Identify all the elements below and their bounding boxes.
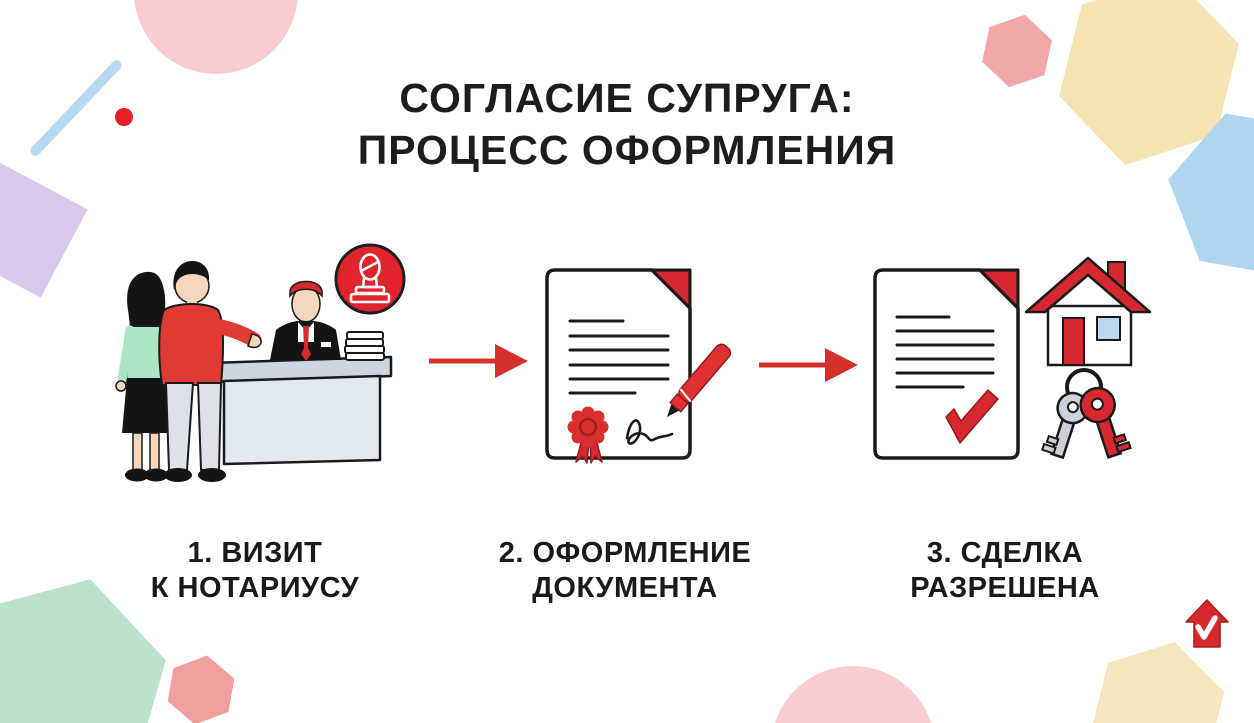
seal-rosette-icon (567, 406, 609, 464)
red-dot-decoration (115, 108, 133, 126)
step-1-label-line-2: К НОТАРИУСУ (150, 572, 360, 605)
pink-circle-bottom-decoration (771, 666, 935, 723)
page-title: СОГЛАСИЕ СУПРУГА: ПРОЦЕСС ОФОРМЛЕНИЯ (0, 72, 1254, 177)
man-figure (158, 260, 262, 482)
step-2-label: 2. ОФОРМЛЕНИЕ ДОКУМЕНТА (460, 536, 790, 607)
step-1-label-line-1: 1. ВИЗИТ (187, 537, 323, 569)
step-2-label-line-1: 2. ОФОРМЛЕНИЕ (498, 537, 752, 569)
approved-document-icon (873, 268, 1020, 460)
step-3-label-line-2: РАЗРЕШЕНА (910, 572, 1100, 605)
lavender-square-decoration (0, 162, 88, 298)
pink-circle-top-decoration (134, 0, 298, 74)
arrow-step2-to-step3 (759, 348, 858, 382)
red-checkmark-icon (945, 389, 999, 444)
arrow-step1-to-step2 (429, 344, 528, 378)
house-checkmark-logo-icon (1185, 599, 1229, 648)
signature-squiggle (625, 419, 674, 445)
pen-icon (667, 343, 732, 417)
title-line-2: ПРОЦЕСС ОФОРМЛЕНИЯ (357, 127, 897, 174)
document-signing-illustration (545, 268, 732, 464)
keys-icon (1040, 368, 1132, 460)
notary-figure (270, 280, 341, 361)
title-line-1: СОГЛАСИЕ СУПРУГА: (399, 75, 855, 121)
salmon-hexagon-bottom-decoration (164, 650, 237, 723)
woman-figure (115, 271, 170, 482)
stamp-badge-icon (334, 243, 406, 315)
step-2-label-line-2: ДОКУМЕНТА (532, 572, 718, 605)
notary-visit-illustration (115, 243, 406, 482)
deal-approved-illustration (873, 256, 1152, 460)
step-1-label: 1. ВИЗИТ К НОТАРИУСУ (90, 536, 420, 607)
step-3-label-line-1: 3. СДЕЛКА (926, 537, 1084, 569)
house-icon (1024, 256, 1152, 367)
step-3-label: 3. СДЕЛКА РАЗРЕШЕНА (840, 536, 1170, 607)
paper-stack-icon (344, 331, 385, 361)
notary-desk (208, 355, 393, 466)
